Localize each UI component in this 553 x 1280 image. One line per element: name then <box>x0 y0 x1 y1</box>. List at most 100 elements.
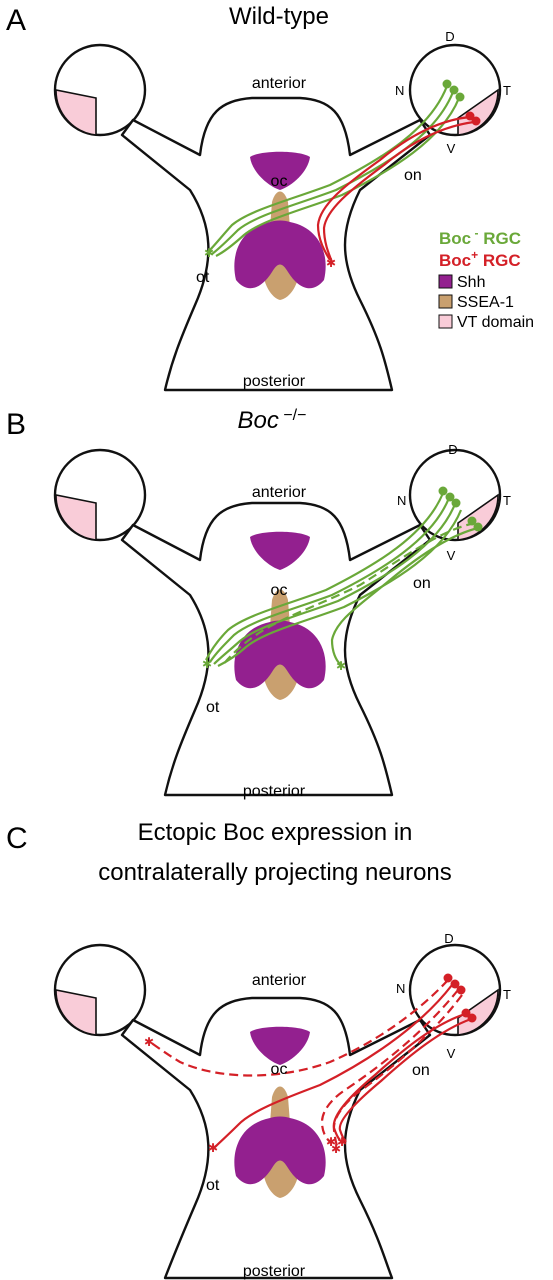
boc-plus-axons-a: ✱ <box>316 111 481 270</box>
growth-cone-icon: ✱ <box>144 1035 154 1049</box>
label-posterior: posterior <box>243 1263 306 1280</box>
panel-b: B Boc −/− ✱ ✱ anterior <box>6 407 511 800</box>
red-cell-body <box>461 1008 471 1018</box>
red-axon-dashed <box>320 989 459 1143</box>
ssea-stalk <box>270 589 290 626</box>
boc-plus-axons-c: ✱ ✱ ✱ ✱ ✱ <box>144 973 477 1156</box>
growth-cone-icon: ✱ <box>208 1141 218 1155</box>
red-cell-body <box>450 979 460 989</box>
legend-shh: Shh <box>457 274 485 291</box>
green-axon <box>330 526 479 665</box>
legend-swatch-vt <box>438 314 453 329</box>
right-vt-domain <box>457 493 499 541</box>
panel-c: C Ectopic Boc expression in contralatera… <box>6 819 511 1280</box>
legend: Boc - RGC Boc+ RGC Shh SSEA-1 VT domain <box>438 226 534 331</box>
green-cell-body <box>449 85 459 95</box>
label-anterior: anterior <box>252 484 307 501</box>
label-anterior: anterior <box>252 75 307 92</box>
red-axon <box>338 1017 472 1143</box>
boc-minus-axons-b: ✱ ✱ <box>202 486 483 673</box>
left-vt-domain <box>55 494 97 541</box>
legend-vt: VT domain <box>457 314 534 331</box>
left-vt-domain <box>55 89 97 136</box>
label-ot: ot <box>206 699 220 716</box>
label-posterior: posterior <box>243 373 306 390</box>
red-axon <box>332 1012 466 1141</box>
red-axon <box>322 120 475 263</box>
green-axon <box>211 91 455 255</box>
growth-cone-icon: ✱ <box>204 246 214 260</box>
green-cell-body <box>442 79 452 89</box>
panel-a-title: Wild-type <box>229 3 329 30</box>
growth-cone-icon: ✱ <box>326 1135 336 1149</box>
green-cell-body <box>445 492 455 502</box>
label-t: T <box>503 83 511 98</box>
right-vt-domain <box>457 988 499 1036</box>
red-cell-body <box>456 985 466 995</box>
red-cell-body <box>443 973 453 983</box>
growth-cone-icon: ✱ <box>337 1135 347 1149</box>
panel-letter-a: A <box>6 4 26 37</box>
growth-cone-icon: ✱ <box>202 657 212 671</box>
boc-minus-axons-a: ✱ <box>204 79 465 260</box>
label-on: on <box>413 575 431 592</box>
label-n: N <box>397 493 406 508</box>
panel-letter-c: C <box>6 822 28 855</box>
label-oc: oc <box>271 173 288 190</box>
panel-b-title: Boc −/− <box>238 407 307 434</box>
growth-cone-icon: ✱ <box>326 256 336 270</box>
panel-a: A Wild-type ✱ <box>6 3 534 392</box>
green-axon <box>215 97 461 257</box>
label-d: D <box>444 931 453 946</box>
green-cell-body <box>455 92 465 102</box>
green-axon <box>207 85 449 253</box>
label-on: on <box>412 1062 430 1079</box>
green-axon <box>217 509 463 667</box>
growth-cone-icon: ✱ <box>331 1142 341 1156</box>
label-n: N <box>395 83 404 98</box>
red-cell-body <box>467 1013 477 1023</box>
green-axon <box>205 492 445 661</box>
shh-posterior <box>234 1116 326 1185</box>
red-axon-dashed <box>149 979 449 1077</box>
label-t: T <box>503 493 511 508</box>
legend-boc-minus: Boc - RGC <box>439 226 521 248</box>
label-n: N <box>396 981 405 996</box>
legend-ssea: SSEA-1 <box>457 294 514 311</box>
label-t: T <box>503 987 511 1002</box>
red-cell-body <box>471 116 481 126</box>
green-cell-body <box>467 516 477 526</box>
legend-swatch-shh <box>438 274 453 289</box>
red-axon <box>316 115 471 261</box>
green-cell-body <box>451 498 461 508</box>
panel-letter-b: B <box>6 408 26 441</box>
label-d: D <box>445 29 454 44</box>
label-v: V <box>447 1046 456 1061</box>
legend-swatch-ssea <box>438 294 453 309</box>
panel-c-title-line1: Ectopic Boc expression in <box>138 819 413 846</box>
label-oc: oc <box>271 582 288 599</box>
shh-anterior <box>250 1026 310 1065</box>
panel-c-title-line2: contralaterally projecting neurons <box>98 859 452 886</box>
label-d: D <box>448 442 457 457</box>
label-posterior: posterior <box>243 783 306 800</box>
green-axon <box>209 497 451 663</box>
shh-posterior <box>234 220 326 289</box>
legend-boc-plus: Boc+ RGC <box>439 248 521 270</box>
red-cell-body <box>465 111 475 121</box>
label-v: V <box>447 548 456 563</box>
ssea-stalk <box>270 1086 290 1123</box>
label-v: V <box>447 141 456 156</box>
green-cell-body <box>438 486 448 496</box>
left-vt-domain <box>55 989 97 1036</box>
green-axon-dashed <box>221 521 476 667</box>
label-ot: ot <box>196 269 210 286</box>
label-ot: ot <box>206 1177 220 1194</box>
green-cell-body <box>473 522 483 532</box>
shh-posterior <box>234 620 326 689</box>
red-axon-dashed <box>332 994 463 1149</box>
label-oc: oc <box>271 1061 288 1078</box>
shh-anterior <box>250 151 310 190</box>
growth-cone-icon: ✱ <box>336 659 346 673</box>
